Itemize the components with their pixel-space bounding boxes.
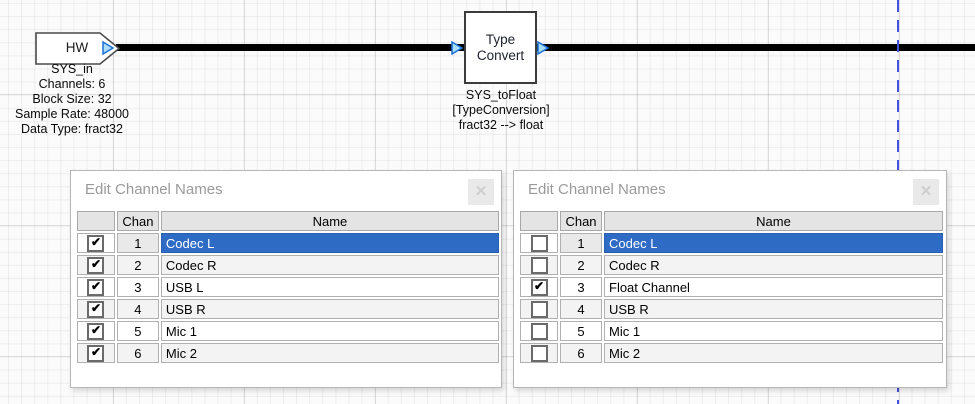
- type-convert-input-port-icon[interactable]: [451, 41, 464, 55]
- checkbox-unchecked-icon[interactable]: [530, 256, 548, 274]
- channel-name-cell[interactable]: Float Channel: [604, 277, 943, 297]
- checkbox-cell[interactable]: [520, 255, 558, 275]
- checkbox-checked-icon[interactable]: [87, 300, 105, 318]
- hw-block-caption: SYS_in Channels: 6 Block Size: 32 Sample…: [4, 62, 140, 137]
- hw-prop-datatype: Data Type: fract32: [21, 122, 123, 136]
- close-icon[interactable]: ✕: [468, 179, 494, 205]
- checkbox-unchecked-icon[interactable]: [530, 344, 548, 362]
- name-column-header: Name: [604, 211, 943, 231]
- checkbox-checked-icon[interactable]: [87, 344, 105, 362]
- close-icon[interactable]: ✕: [913, 179, 939, 205]
- hw-prop-samplerate: Sample Rate: 48000: [15, 107, 129, 121]
- checkbox-cell[interactable]: [520, 343, 558, 363]
- checkbox-checked-icon[interactable]: [87, 322, 105, 340]
- channel-name-cell[interactable]: Mic 1: [160, 321, 499, 341]
- checkbox-unchecked-icon[interactable]: [530, 322, 548, 340]
- channel-number-cell[interactable]: 3: [560, 277, 602, 297]
- channel-name-cell[interactable]: Mic 2: [160, 343, 499, 363]
- type-convert-caption: SYS_toFloat [TypeConversion] fract32 -->…: [421, 88, 581, 133]
- checkbox-cell[interactable]: [520, 321, 558, 341]
- hw-prop-blocksize: Block Size: 32: [32, 92, 112, 106]
- channel-name-cell[interactable]: USB L: [160, 277, 499, 297]
- hw-prop-channels: Channels: 6: [38, 77, 106, 91]
- channel-name-cell[interactable]: Codec R: [160, 255, 499, 275]
- checkbox-cell[interactable]: [77, 343, 115, 363]
- channel-number-cell[interactable]: 1: [560, 233, 602, 253]
- channel-name-cell[interactable]: Codec R: [604, 255, 943, 275]
- checkbox-unchecked-icon[interactable]: [530, 300, 548, 318]
- channel-number-cell[interactable]: 2: [560, 255, 602, 275]
- checkbox-cell[interactable]: [520, 299, 558, 319]
- channel-number-cell[interactable]: 2: [116, 255, 159, 275]
- channel-name-cell[interactable]: USB R: [160, 299, 499, 319]
- type-convert-instance-name: SYS_toFloat: [465, 88, 537, 102]
- checkbox-cell[interactable]: [520, 277, 558, 297]
- dialog-title: Edit Channel Names: [85, 181, 223, 198]
- hw-block-label: HW: [65, 40, 89, 55]
- type-convert-output-port-icon[interactable]: [537, 41, 550, 55]
- checkbox-checked-icon[interactable]: [87, 234, 105, 252]
- type-convert-block[interactable]: Type Convert: [464, 11, 537, 84]
- checkbox-cell[interactable]: [77, 321, 115, 341]
- table-header-row: Chan Name: [520, 211, 943, 231]
- hw-output-port-icon[interactable]: [102, 41, 115, 55]
- type-convert-class: [TypeConversion]: [452, 103, 550, 117]
- channel-number-cell[interactable]: 5: [116, 321, 159, 341]
- channel-name-cell[interactable]: USB R: [604, 299, 943, 319]
- hw-instance-name: SYS_in: [51, 62, 93, 76]
- type-convert-conversion: fract32 --> float: [458, 118, 544, 132]
- channel-name-cell[interactable]: Codec L: [160, 233, 499, 253]
- channel-number-cell[interactable]: 4: [560, 299, 602, 319]
- channel-name-cell[interactable]: Mic 2: [604, 343, 943, 363]
- channel-number-cell[interactable]: 5: [560, 321, 602, 341]
- channel-number-cell[interactable]: 6: [560, 343, 602, 363]
- chan-column-header: Chan: [116, 211, 159, 231]
- checkbox-checked-icon[interactable]: [87, 256, 105, 274]
- table-header-row: Chan Name: [77, 211, 499, 231]
- checkbox-cell[interactable]: [520, 233, 558, 253]
- channel-number-cell[interactable]: 4: [116, 299, 159, 319]
- channel-number-cell[interactable]: 6: [116, 343, 159, 363]
- checkbox-checked-icon[interactable]: [87, 278, 105, 296]
- checkbox-column-header: [77, 211, 115, 231]
- channel-name-cell[interactable]: Mic 1: [604, 321, 943, 341]
- channel-number-cell[interactable]: 3: [116, 277, 159, 297]
- checkbox-cell[interactable]: [77, 277, 115, 297]
- checkbox-cell[interactable]: [77, 255, 115, 275]
- channel-number-cell[interactable]: 1: [116, 233, 159, 253]
- type-convert-label-line2: Convert: [476, 47, 525, 63]
- checkbox-cell[interactable]: [77, 233, 115, 253]
- type-convert-label-line1: Type: [485, 31, 516, 47]
- checkbox-column-header: [520, 211, 558, 231]
- chan-column-header: Chan: [560, 211, 602, 231]
- name-column-header: Name: [160, 211, 499, 231]
- dialog-title: Edit Channel Names: [528, 181, 666, 198]
- checkbox-cell[interactable]: [77, 299, 115, 319]
- checkbox-unchecked-icon[interactable]: [530, 234, 548, 252]
- checkbox-checked-icon[interactable]: [530, 278, 548, 296]
- hw-input-block[interactable]: [35, 32, 121, 65]
- channel-name-cell[interactable]: Codec L: [604, 233, 943, 253]
